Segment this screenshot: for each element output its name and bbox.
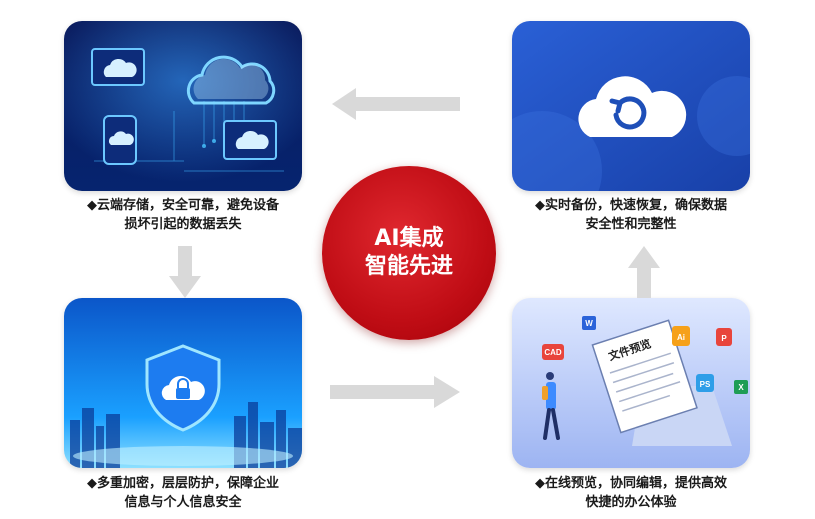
arrow-left-icon <box>332 88 460 120</box>
document-preview-image: 文件预览 CAD W Ai P PS X <box>512 298 750 468</box>
cloud-refresh-image <box>512 21 750 191</box>
ai-center-circle: AI集成 智能先进 <box>322 166 496 340</box>
backup-card <box>512 21 750 191</box>
city-shield-image <box>64 298 302 468</box>
cloud-icon <box>578 76 687 137</box>
caption-line: 损坏引起的数据丢失 <box>124 217 242 232</box>
arrow-up-icon <box>628 246 660 298</box>
backup-caption: ◆实时备份，快速恢复，确保数据 安全性和完整性 <box>501 196 761 234</box>
cloud-network-image <box>64 21 302 191</box>
arrow-down-icon <box>169 246 201 298</box>
lock-icon <box>176 388 190 399</box>
excel-badge: X <box>734 380 748 394</box>
cad-badge: CAD <box>542 344 564 360</box>
arrow-right-icon <box>330 376 460 408</box>
svg-text:Ai: Ai <box>677 333 685 342</box>
refresh-icon <box>609 96 647 130</box>
caption-line: 安全性和完整性 <box>585 217 677 232</box>
security-caption: ◆多重加密，层层防护，保障企业 信息与个人信息安全 <box>53 474 313 512</box>
svg-text:CAD: CAD <box>544 348 562 357</box>
documents-caption: ◆在线预览，协同编辑，提供高效 快捷的办公体验 <box>501 474 761 512</box>
caption-line: ◆实时备份，快速恢复，确保数据 <box>535 198 727 213</box>
cloud-storage-card <box>64 21 302 191</box>
svg-text:W: W <box>585 319 593 328</box>
caption-line: 快捷的办公体验 <box>585 495 677 510</box>
svg-text:PS: PS <box>700 380 711 389</box>
center-title-line2: 智能先进 <box>364 254 453 279</box>
cloud-storage-caption: ◆云端存储，安全可靠，避免设备 损坏引起的数据丢失 <box>53 196 313 234</box>
caption-line: 信息与个人信息安全 <box>124 495 242 510</box>
security-card <box>64 298 302 468</box>
ps-badge: PS <box>696 374 714 392</box>
caption-line: ◆在线预览，协同编辑，提供高效 <box>535 476 727 491</box>
ppt-badge: P <box>716 328 732 346</box>
caption-line: ◆多重加密，层层防护，保障企业 <box>87 476 279 491</box>
svg-text:X: X <box>738 383 744 392</box>
svg-text:P: P <box>721 334 727 343</box>
center-title-line1: AI集成 <box>374 226 444 251</box>
caption-line: ◆云端存储，安全可靠，避免设备 <box>87 198 279 213</box>
word-badge: W <box>582 316 596 330</box>
ai-badge: Ai <box>672 326 690 346</box>
documents-card: 文件预览 CAD W Ai P PS X <box>512 298 750 468</box>
